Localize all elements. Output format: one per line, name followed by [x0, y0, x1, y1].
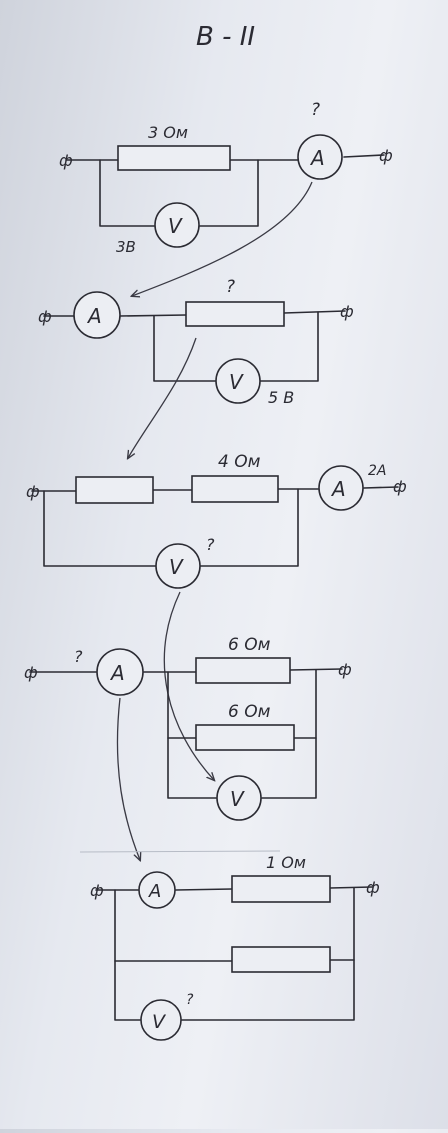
circuit-3-voltmeter: V	[155, 543, 201, 589]
circuit-4-ammeter-letter: A	[109, 661, 125, 685]
circuit-3-resistor-1	[75, 476, 154, 504]
circuit-4-left-terminal: ф	[24, 663, 38, 682]
circuit-5-right-terminal: ф	[366, 878, 380, 897]
circuit-5-ammeter: A	[138, 871, 176, 909]
circuit-4-resistor-1-label: 6 Ом	[228, 635, 271, 655]
circuit-1-left-terminal: ф	[59, 151, 73, 170]
circuit-4-unknown: ?	[74, 647, 83, 666]
circuit-4-ammeter: A	[96, 648, 144, 696]
arrow-2-to-3	[128, 337, 197, 458]
circuit-3-ammeter: A	[318, 465, 364, 511]
circuit-1-right-terminal: ф	[379, 146, 393, 165]
circuit-4-resistor-2-label: 6 Ом	[228, 702, 271, 722]
circuit-1-ammeter-letter: A	[309, 146, 325, 170]
circuit-1-voltmeter-letter: V	[168, 214, 183, 238]
circuit-4-voltmeter-letter: V	[230, 787, 245, 811]
circuit-2: A ? V 5 В ф ф	[38, 277, 354, 407]
circuit-1-resistor	[117, 145, 231, 171]
circuit-3-voltmeter-letter: V	[169, 555, 184, 579]
circuit-2-ammeter: A	[73, 291, 121, 339]
circuit-2-right-terminal: ф	[340, 302, 354, 321]
circuit-1-resistor-label: 3 Ом	[148, 123, 188, 142]
circuit-3-right-terminal: ф	[393, 477, 407, 496]
circuit-3-ammeter-letter: A	[330, 477, 346, 501]
circuit-4-right-terminal: ф	[338, 660, 352, 679]
circuit-2-left-terminal: ф	[38, 307, 52, 326]
circuit-2-resistor	[185, 301, 285, 327]
circuit-2-voltage-label: 5 В	[268, 388, 294, 407]
circuit-1: 3 Ом A ? V 3В ф ф	[59, 100, 393, 256]
arrow-1-to-2	[132, 181, 313, 296]
circuit-1-ammeter: A	[297, 134, 343, 180]
circuit-5: A 1 Ом V ? ф ф	[90, 853, 380, 1041]
circuit-2-voltmeter-letter: V	[229, 370, 244, 394]
circuit-4-voltmeter: V	[216, 775, 262, 821]
circuit-5-ammeter-letter: A	[148, 881, 161, 902]
arrow-4-to-5	[116, 697, 140, 860]
circuit-2-resistor-label: ?	[226, 277, 235, 297]
arrow-3-to-4	[163, 591, 214, 780]
circuit-2-ammeter-letter: A	[86, 304, 102, 328]
circuit-4-resistor-1	[195, 657, 291, 684]
circuit-5-unknown: ?	[186, 992, 194, 1008]
circuit-5-resistor-1	[231, 875, 331, 903]
circuit-3-resistor-2	[191, 475, 279, 503]
circuit-5-left-terminal: ф	[90, 881, 104, 900]
circuit-5-voltmeter-letter: V	[152, 1011, 167, 1033]
circuit-3-left-terminal: ф	[26, 482, 40, 501]
circuit-3: 4 Ом A 2А V ? ф ф	[26, 452, 407, 589]
circuit-5-resistor-1-label: 1 Ом	[266, 853, 306, 872]
circuit-5-voltmeter: V	[140, 999, 182, 1041]
circuit-3-unknown: ?	[206, 535, 215, 554]
circuit-2-voltmeter: V	[215, 358, 261, 404]
circuit-4: A ? 6 Ом 6 Ом V ф ф	[24, 635, 352, 821]
faint-line	[79, 850, 281, 853]
circuit-1-voltmeter: V	[154, 202, 200, 248]
circuit-3-resistor-label: 4 Ом	[218, 452, 261, 472]
circuit-4-resistor-2	[195, 724, 295, 751]
circuit-1-unknown: ?	[311, 100, 320, 120]
page-title: В - II	[196, 22, 255, 52]
circuit-1-voltage-label: 3В	[116, 238, 136, 256]
circuit-3-current-label: 2А	[368, 463, 386, 479]
circuit-5-resistor-2	[231, 946, 331, 973]
